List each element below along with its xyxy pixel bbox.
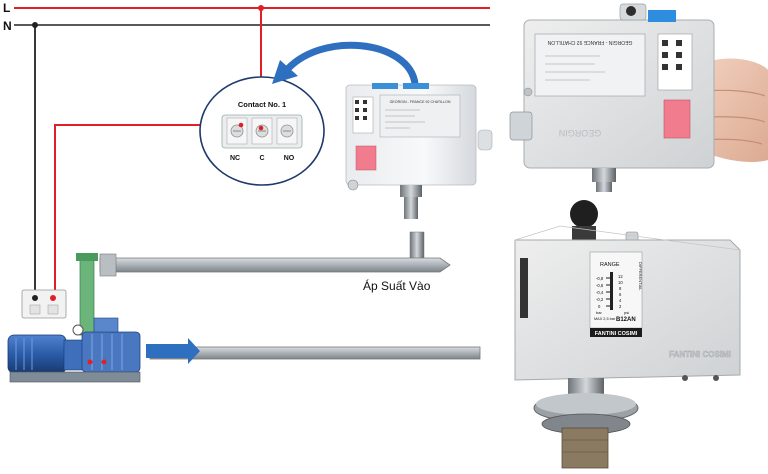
- c-terminal-label: C: [259, 155, 264, 162]
- motor-body: [7, 334, 67, 374]
- contact-title: Contact No. 1: [238, 100, 286, 109]
- differential-label: DIFFERENTIAL: [638, 262, 643, 291]
- unit-left: bar: [596, 310, 602, 315]
- inlet-pipe: [99, 231, 451, 277]
- no-terminal-label: NO: [284, 155, 295, 162]
- flow-direction-arrow: [146, 338, 200, 364]
- scale-right-3: 6: [619, 292, 622, 297]
- switch-brand-text: GEORGIN - FRANCE 92 CHATILLON: [390, 100, 451, 104]
- pipe-label: Áp Suất Vào: [363, 278, 431, 293]
- outlet-pipe: [146, 338, 481, 364]
- scale-left-3: -0,2: [596, 297, 604, 302]
- pressure-switch-diagram: GEORGIN - FRANCE 92 CHATILLON: [345, 83, 493, 219]
- terminal-callout: Contact No. 1 NC C NO: [199, 76, 325, 186]
- pump-stages: [81, 331, 141, 373]
- neutral-line-label: N: [3, 19, 12, 33]
- nc-terminal-label: NC: [230, 155, 240, 162]
- photo-case-text: GEORGIN: [559, 128, 602, 138]
- callout-arrow: [272, 41, 419, 88]
- photo-brand-text: GEORGIN - FRANCE 92 CHATILLON: [547, 39, 632, 45]
- nc-to-pump-wire: [54, 124, 238, 297]
- scale-left-4: 0: [598, 304, 601, 309]
- scale-right-2: 8: [619, 286, 622, 291]
- georgin-switch-photo: GEORGIN - FRANCE 92 CHATILLON GEORGIN: [509, 3, 768, 192]
- unit-right: psi: [624, 310, 629, 315]
- range-plate: [589, 251, 643, 329]
- scale-right-1: 10: [618, 280, 623, 285]
- power-lines: L N: [3, 1, 490, 33]
- max-pressure-label: MAX 2,5 bar: [594, 317, 616, 321]
- pump-base: [9, 371, 141, 383]
- scale-left-0: -0,8: [596, 276, 604, 281]
- range-label: RANGE: [600, 262, 620, 268]
- brand-label: FANTINI COSIMI: [595, 331, 638, 337]
- scale-right-0: 12: [618, 274, 623, 279]
- scale-left-1: -0,6: [596, 283, 604, 288]
- pressure-connector: [561, 427, 609, 469]
- model-label: B12AN: [616, 317, 636, 323]
- scale-right-5: 2: [619, 304, 622, 309]
- fantini-switch-photo: RANGE -0,8 -0,6 -0,4 -0,2 0 12 10 8 6 4 …: [514, 200, 741, 469]
- pump-assembly: [7, 253, 141, 383]
- scale-left-2: -0,4: [596, 290, 604, 295]
- pump-terminal-box: [21, 289, 67, 319]
- pressure-gauge: [72, 324, 84, 336]
- live-line-label: L: [3, 1, 10, 15]
- terminal-block: [221, 114, 303, 149]
- adjust-knob: [570, 200, 598, 228]
- case-brand-emboss: FANTINI COSIMI: [669, 350, 731, 359]
- scale-right-4: 4: [619, 298, 622, 303]
